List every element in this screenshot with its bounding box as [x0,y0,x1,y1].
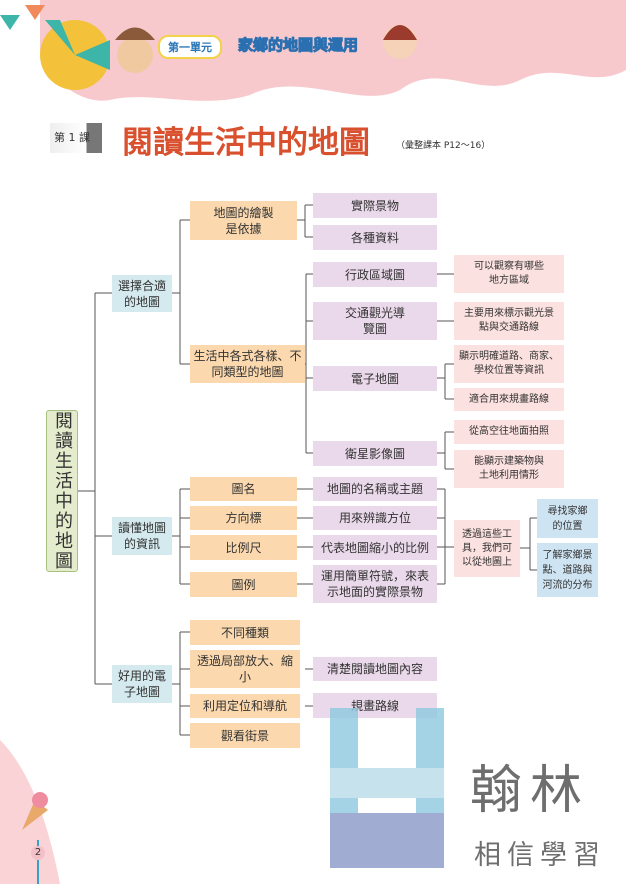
watermark-logo [330,708,444,868]
lesson-number: 第 1 課 [54,131,90,144]
root-node: 閱讀生活中的地圖 [46,410,78,572]
node-type-desc: 顯示明確道路、商家、學校位置等資訊 [454,345,564,383]
header-banner [0,0,626,101]
node-meaning: 運用簡單符號，來表示地面的實際景物 [313,565,437,603]
lesson-reference: （彙整課本 P12～16） [396,141,491,151]
node-tools: 透過這些工具，我們可以從地圖上 [454,520,520,577]
node-result: 了解家鄉景點、道路與河流的分布 [537,543,598,597]
lesson-badge: 第 1 課 [50,123,102,153]
node-digital-feature: 利用定位和導航 [190,694,300,718]
node-meaning: 代表地圖縮小的比例 [313,535,437,560]
node-basis-item: 各種資料 [313,225,437,250]
node-result: 尋找家鄉的位置 [537,499,598,538]
node-type-desc: 能顯示建築物與土地利用情形 [454,450,564,488]
node-basis-item: 實際景物 [313,193,437,218]
branch-read-map: 讀懂地圖的資訊 [112,517,172,555]
node-digital-feature: 不同種類 [190,620,300,645]
node-element: 比例尺 [190,535,297,560]
node-type: 電子地圖 [313,366,437,391]
node-type-desc: 適合用來規畫路線 [454,388,564,411]
node-type: 行政區域圖 [313,262,437,287]
node-element: 圖例 [190,572,297,597]
page-number: 2 [31,846,45,860]
node-type: 交通觀光導覽圖 [313,302,437,340]
unit-title: 家鄉的地圖與運用 [237,36,359,55]
node-meaning: 用來辨識方位 [313,506,437,530]
node-type-desc: 可以觀察有哪些地方區域 [454,255,564,293]
node-element: 圖名 [190,477,297,501]
node-types: 生活中各式各樣、不同類型的地圖 [190,345,305,383]
unit-label: 第一單元 [158,35,222,59]
node-type: 衛星影像圖 [313,441,437,466]
branch-digital-map: 好用的電子地圖 [112,665,172,703]
footer-decoration [0,740,60,884]
branch-select-map: 選擇合適的地圖 [112,275,172,312]
node-basis: 地圖的繪製是依據 [190,201,297,240]
node-type-desc: 主要用來標示觀光景點與交通路線 [454,302,564,340]
node-digital-feature: 透過局部放大、縮小 [190,650,300,688]
watermark-brand: 翰林 [470,761,591,821]
node-element: 方向標 [190,506,297,530]
node-type-desc: 從高空往地面拍照 [454,420,564,444]
node-digital-feature: 觀看街景 [190,723,300,748]
lesson-title: 閱讀生活中的地圖 [122,125,370,161]
watermark-slogan: 相信學習 [474,840,606,871]
node-digital-use: 清楚閱讀地圖內容 [313,657,437,681]
node-meaning: 地圖的名稱或主題 [313,477,437,501]
